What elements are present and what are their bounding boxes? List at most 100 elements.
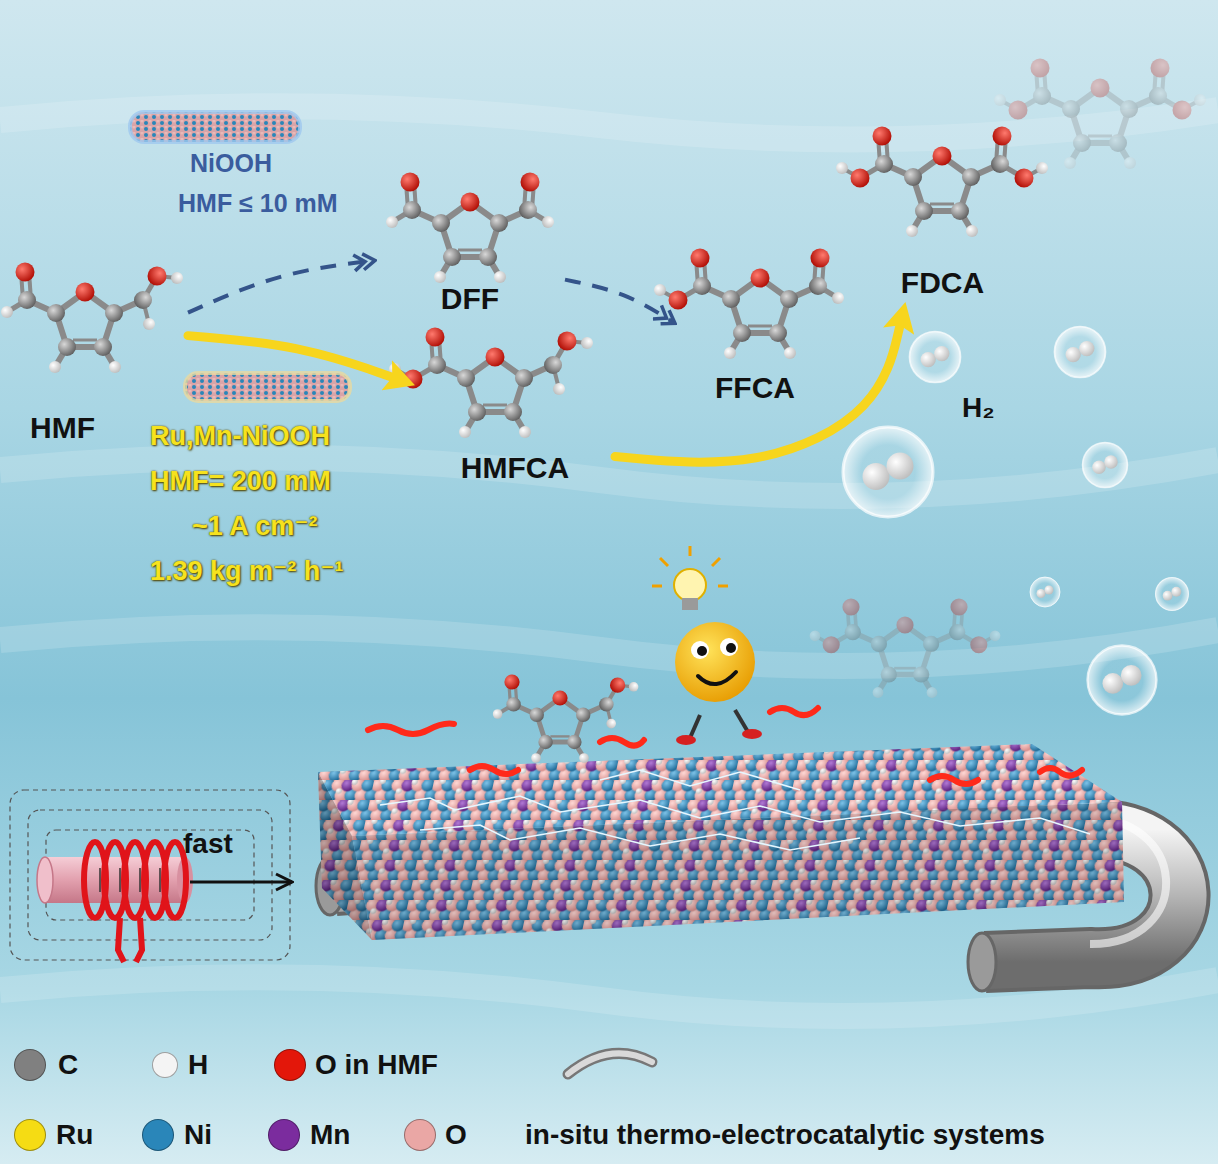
adsorbed-hmf xyxy=(493,674,639,762)
legend-text: C xyxy=(58,1048,78,1082)
annotation-label: ~1 A cm⁻² xyxy=(192,510,318,542)
faded-fdca-molecule xyxy=(1062,79,1138,170)
annotation-label: HMF ≤ 10 mM xyxy=(178,188,338,218)
adsorbed-hmf xyxy=(530,690,591,762)
molecule-node: HMFCA xyxy=(415,335,615,487)
smiley-character xyxy=(675,622,755,702)
smiley-character xyxy=(676,735,696,745)
smiley-character xyxy=(726,643,736,653)
h2-bubble xyxy=(910,332,961,383)
catalyst-slab xyxy=(318,744,1122,836)
h2-bubble xyxy=(843,427,933,517)
legend-text: O xyxy=(445,1118,467,1152)
h2-bubble xyxy=(1156,578,1189,611)
heat-squiggles xyxy=(600,738,644,746)
heat-squiggles xyxy=(470,766,518,774)
smiley-character xyxy=(652,585,662,588)
faded-fdca-molecule xyxy=(1129,59,1206,120)
faded-fdca-molecule xyxy=(871,616,939,697)
hmf-molecule xyxy=(47,283,123,374)
smiley-character xyxy=(735,710,748,732)
induction-coil xyxy=(119,868,121,892)
legend-text: O in HMF xyxy=(315,1048,438,1082)
reaction-arrow xyxy=(615,323,900,462)
smiley-character xyxy=(718,585,728,588)
smiley-character xyxy=(720,638,738,656)
induction-coil xyxy=(10,790,292,962)
induction-coil xyxy=(84,842,186,962)
hmfca-molecule xyxy=(524,332,593,396)
dff-molecule xyxy=(432,193,508,284)
hmf-molecule xyxy=(114,267,183,331)
water-waves xyxy=(0,627,1218,666)
fdca-molecule xyxy=(836,127,1048,238)
smiley-character xyxy=(660,558,668,566)
faded-fdca-molecule xyxy=(994,59,1071,120)
current-sparks xyxy=(600,770,800,790)
heat-squiggles xyxy=(930,776,978,784)
legend-text: in-situ thermo-electrocatalytic systems xyxy=(525,1118,1045,1152)
smiley-character xyxy=(712,558,720,566)
molecule-node: FFCA xyxy=(675,255,835,407)
induction-coil xyxy=(100,868,160,892)
atom-swatch xyxy=(152,1052,178,1078)
smiley-character xyxy=(691,641,709,659)
hmfca-molecule xyxy=(389,328,466,389)
induction-coil xyxy=(136,918,142,962)
dashed-reaction-arrow xyxy=(188,260,375,312)
induction-coil xyxy=(164,842,186,918)
hmfca-molecule xyxy=(457,348,533,439)
legend-text: Ni xyxy=(184,1118,212,1152)
molecule-name: HMFCA xyxy=(461,451,569,485)
legend-text: Mn xyxy=(310,1118,350,1152)
heat-squiggles xyxy=(770,708,818,715)
fdca-molecule xyxy=(836,127,913,188)
reaction-arrow xyxy=(188,336,394,378)
molecule-node: DFF xyxy=(375,190,565,318)
molecule-name: DFF xyxy=(441,282,499,316)
induction-coil xyxy=(118,918,124,962)
faded-fdca-molecule xyxy=(931,598,1000,653)
h2-bubble xyxy=(1055,327,1106,378)
atom-swatch xyxy=(404,1119,436,1151)
molecule-node: HMF xyxy=(8,255,188,447)
rumn-niooh-nanorod xyxy=(185,373,350,401)
legend-tube-sample xyxy=(568,1053,652,1074)
h2-bubble xyxy=(1088,646,1157,715)
atom-swatch xyxy=(14,1049,46,1081)
atom-swatch xyxy=(268,1119,300,1151)
smiley-character xyxy=(689,546,692,556)
hmf-molecule xyxy=(1,263,183,374)
ffca-molecule xyxy=(654,249,844,360)
adsorbed-hmf xyxy=(583,678,638,729)
smiley-character xyxy=(690,715,700,738)
water-waves xyxy=(0,106,1218,1016)
fdca-molecule xyxy=(971,127,1048,188)
heat-squiggles xyxy=(1040,768,1082,776)
induction-coil xyxy=(99,868,101,892)
ffca-molecule xyxy=(654,249,731,310)
dashed-reaction-arrow xyxy=(565,280,675,324)
heat-squiggles xyxy=(368,724,454,734)
water-waves xyxy=(0,457,1218,496)
ffca-molecule xyxy=(722,269,798,360)
induction-coil xyxy=(159,868,161,892)
induction-coil xyxy=(28,810,272,940)
annotation-label: H₂ xyxy=(962,392,995,424)
smiley-character xyxy=(742,729,762,739)
heating-tube xyxy=(968,933,996,991)
annotation-label: NiOOH xyxy=(190,148,272,178)
molecule-name: FFCA xyxy=(715,371,795,405)
h2-bubble xyxy=(1083,443,1128,488)
molecule-name: FDCA xyxy=(901,266,984,300)
legend-text: H xyxy=(188,1048,208,1082)
heat-squiggles xyxy=(368,708,1082,784)
molecule-node: FDCA xyxy=(850,130,1035,302)
induction-coil xyxy=(37,857,53,903)
atom-swatch xyxy=(14,1119,46,1151)
smiley-character xyxy=(698,672,736,684)
induction-coil xyxy=(10,790,290,960)
annotation-label: 1.39 kg m⁻² h⁻¹ xyxy=(150,555,344,587)
faded-fdca-molecule xyxy=(994,59,1206,170)
current-sparks xyxy=(420,825,860,850)
